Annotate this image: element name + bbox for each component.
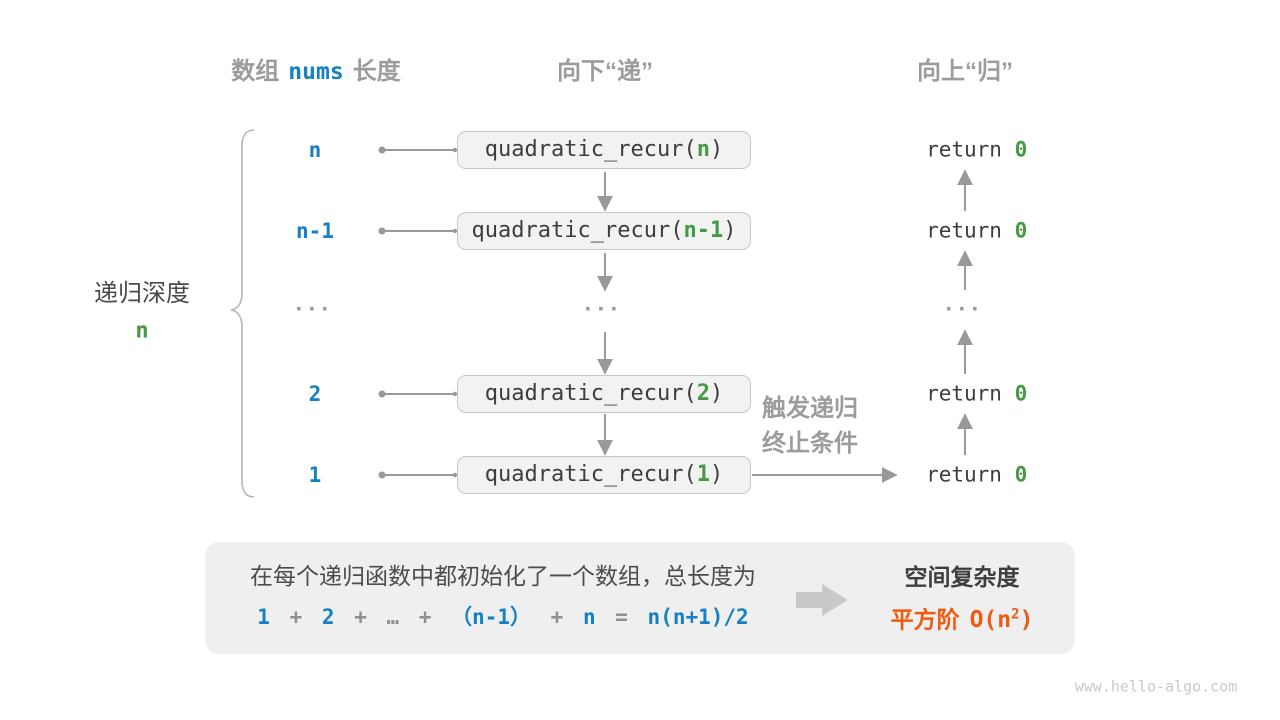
call-text-close: ) [709, 137, 724, 163]
return-value: 0 [1014, 218, 1028, 243]
summary-formula: 1 + 2 + … + （n-1） + n = n(n+1)/2 [257, 605, 748, 629]
complexity-big-o: O(n2) [970, 607, 1034, 634]
call-connector-2 [378, 390, 458, 398]
result-arrow-icon [796, 584, 848, 616]
big-o-post: ) [1019, 607, 1034, 634]
call-arg: n [696, 137, 710, 163]
call-connector-n [378, 146, 458, 154]
formula-operator: + [399, 604, 452, 629]
formula-operator: + [269, 604, 322, 629]
space-complexity-value: 平方阶 O(n2) [891, 606, 1034, 633]
header-array-pre: 数组 [231, 58, 280, 86]
formula-equals: = [595, 604, 648, 629]
formula-term: 1 [257, 604, 270, 629]
call-connector-n-1 [378, 227, 458, 235]
column-header-upward: 向上“归” [917, 58, 1013, 86]
recursion-depth-label: 递归深度 [94, 280, 190, 308]
formula-operator: + [334, 604, 387, 629]
formula-term: 2 [321, 604, 335, 629]
header-array-post: 长度 [352, 58, 401, 86]
call-text-close: ) [723, 218, 737, 244]
header-downward-label: 向下“递” [557, 58, 653, 86]
complexity-order-name: 平方阶 [890, 606, 960, 633]
formula-ellipsis: … [386, 604, 400, 629]
return-keyword: return [926, 137, 1015, 162]
call-arg: 1 [696, 462, 710, 488]
size-label-1: 1 [308, 462, 322, 487]
space-complexity-title: 空间复杂度 [904, 563, 1020, 590]
call-text: quadratic_recur( [484, 381, 697, 407]
return-column-ellipsis: ··· [945, 296, 985, 324]
return-keyword: return [926, 462, 1015, 487]
big-o-pre: O(n [969, 607, 1012, 634]
formula-operator: + [531, 604, 583, 629]
call-text: quadratic_recur( [484, 462, 697, 488]
recursion-depth-value: n [135, 318, 149, 344]
size-label-2: 2 [308, 381, 322, 406]
formula-term: （n-1） [451, 604, 532, 629]
call-text-close: ) [709, 381, 724, 407]
summary-panel: 在每个递归函数中都初始化了一个数组，总长度为 1 + 2 + … + （n-1）… [205, 542, 1075, 654]
return-keyword: return [926, 381, 1015, 406]
call-text: quadratic_recur( [484, 137, 697, 163]
call-text-close: ) [709, 462, 724, 488]
call-arg: n-1 [683, 218, 724, 244]
base-case-note-line2: 终止条件 [762, 430, 858, 458]
base-case-note-line1: 触发递归 [762, 395, 858, 423]
header-array-nums: nums [288, 59, 344, 86]
call-arg: 2 [696, 381, 710, 407]
watermark: www.hello-algo.com [1074, 677, 1238, 696]
call-connector-1 [378, 471, 458, 479]
formula-term: n [582, 604, 596, 629]
return-row-4: return 0 [903, 438, 1028, 511]
formula-result: n(n+1)/2 [647, 604, 749, 629]
return-value: 0 [1014, 381, 1028, 406]
call-box-n-1: quadratic_recur(n-1) [457, 212, 751, 250]
column-header-array-length: 数组 nums 长度 [231, 58, 400, 86]
size-column-ellipsis: ··· [295, 296, 335, 324]
big-o-exponent: 2 [1011, 606, 1020, 623]
call-text: quadratic_recur( [471, 218, 684, 244]
recursion-depth-brace [230, 129, 255, 498]
return-row-2: return 0 [903, 194, 1028, 267]
return-row-1: return 0 [903, 113, 1028, 186]
call-box-n: quadratic_recur(n) [457, 131, 751, 169]
return-row-3: return 0 [903, 357, 1028, 430]
return-value: 0 [1014, 462, 1028, 487]
size-label-n: n [308, 137, 322, 162]
return-value: 0 [1014, 137, 1028, 162]
call-box-2: quadratic_recur(2) [457, 375, 751, 413]
call-box-1: quadratic_recur(1) [457, 456, 751, 494]
return-keyword: return [926, 218, 1015, 243]
summary-description: 在每个递归函数中都初始化了一个数组，总长度为 [250, 562, 756, 589]
column-header-downward: 向下“递” [557, 58, 653, 86]
size-label-n-1: n-1 [296, 218, 334, 243]
header-upward-label: 向上“归” [917, 58, 1013, 86]
call-column-ellipsis: ··· [584, 296, 624, 324]
